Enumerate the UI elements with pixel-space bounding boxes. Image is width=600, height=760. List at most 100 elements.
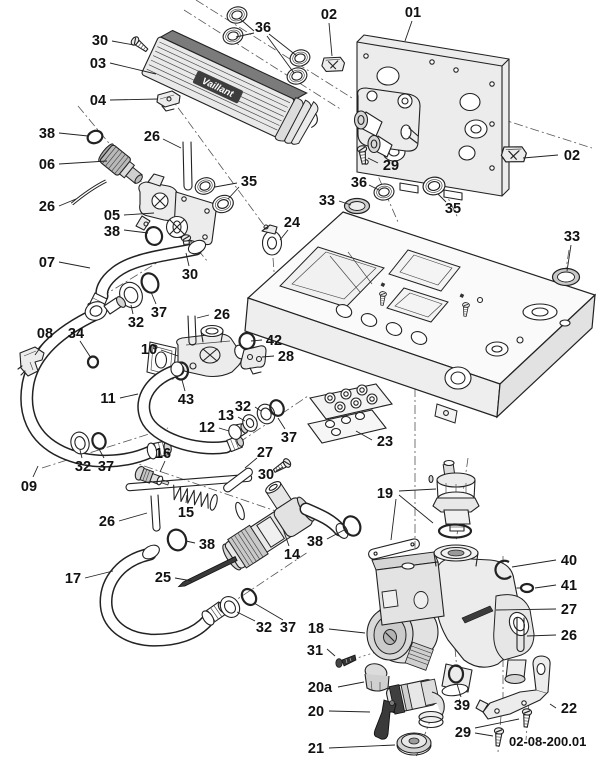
part-label-24-21: 24 bbox=[284, 215, 300, 231]
leader-line-20a-59 bbox=[337, 681, 365, 688]
part-label-32-24: 32 bbox=[128, 315, 144, 331]
grommet-33-left bbox=[343, 197, 371, 215]
part-label-35-18: 35 bbox=[445, 201, 461, 217]
leader-line-39-62 bbox=[456, 683, 462, 698]
part-label-17-46: 17 bbox=[65, 571, 81, 587]
leader-line-34-23 bbox=[79, 340, 92, 359]
leader-line-04-2 bbox=[109, 98, 159, 101]
leader-line-32-24 bbox=[130, 304, 134, 315]
part-label-14-48: 14 bbox=[284, 547, 300, 563]
part-label-10-27: 10 bbox=[141, 342, 157, 358]
leader-line-19-49 bbox=[390, 498, 397, 541]
clamp-24-drawing bbox=[261, 224, 283, 256]
leader-line-30-39 bbox=[275, 466, 284, 472]
rubber-foot-02-top bbox=[320, 54, 346, 75]
wire-clip-26-top bbox=[182, 141, 193, 191]
grommet-36-a bbox=[224, 4, 250, 26]
part-label-26-54: 26 bbox=[561, 628, 577, 644]
elbow-to-pump-drawing bbox=[299, 502, 349, 539]
leader-line-26-10 bbox=[162, 138, 182, 149]
part-label-26-26: 26 bbox=[214, 307, 230, 323]
leader-line-29-63 bbox=[474, 718, 520, 729]
leader-line-23-36 bbox=[355, 430, 373, 441]
o-ring-38-top bbox=[86, 129, 104, 145]
part-label-36-3: 36 bbox=[255, 20, 271, 36]
valve-20-drawing bbox=[373, 678, 445, 740]
part-label-06-9: 06 bbox=[39, 157, 55, 173]
o-ring-19-vent bbox=[437, 523, 473, 539]
leader-line-36-17 bbox=[368, 184, 380, 191]
part-label-32-42: 32 bbox=[75, 459, 91, 475]
part-label-29-63: 29 bbox=[455, 725, 471, 741]
o-ring-38-bypass bbox=[166, 528, 188, 552]
valve-body-14-drawing bbox=[222, 481, 315, 571]
part-label-18-55: 18 bbox=[308, 621, 324, 637]
part-label-20-60: 20 bbox=[308, 704, 324, 720]
hydraulic-block-drawing bbox=[353, 87, 421, 158]
part-label-34-23: 34 bbox=[68, 326, 84, 342]
part-label-23-36: 23 bbox=[377, 434, 393, 450]
clip-27-bypass bbox=[223, 467, 253, 493]
part-label-26-11: 26 bbox=[39, 199, 55, 215]
part-label-11-31: 11 bbox=[100, 391, 115, 407]
o-ring-38-pump-union bbox=[342, 515, 362, 537]
leader-line-40-51 bbox=[511, 559, 557, 568]
leader-line-11-31 bbox=[119, 393, 139, 399]
leader-line-35-12 bbox=[227, 186, 240, 200]
pipe-11-drawing bbox=[137, 361, 245, 455]
leader-line-36-3 bbox=[266, 35, 295, 74]
leader-line-02-6 bbox=[522, 154, 559, 159]
screw-29-bracket-b bbox=[492, 726, 505, 747]
part-label-28-29: 28 bbox=[278, 349, 294, 365]
leader-line-37-25 bbox=[150, 291, 157, 305]
pipe-17-drawing bbox=[99, 544, 228, 647]
part-label-25-47: 25 bbox=[155, 570, 171, 586]
clip-04-drawing bbox=[156, 90, 181, 112]
wire-clip-26-pump bbox=[516, 617, 525, 653]
part-label-15-40: 15 bbox=[178, 505, 194, 521]
part-label-30-0: 30 bbox=[92, 33, 108, 49]
part-label-03-1: 03 bbox=[90, 56, 106, 72]
part-label-43-30: 43 bbox=[178, 392, 194, 408]
part-label-26-10: 26 bbox=[144, 129, 160, 145]
part-label-38-8: 38 bbox=[39, 126, 55, 142]
leader-line-05-13 bbox=[123, 212, 155, 216]
drawing-number: 02-08-200.01 bbox=[509, 734, 586, 749]
leader-line-30-0 bbox=[111, 40, 135, 46]
part-label-32-57: 32 bbox=[256, 620, 272, 636]
part-label-27-53: 27 bbox=[561, 602, 577, 618]
nut-32-pipe09 bbox=[70, 431, 90, 455]
leader-line-10-27 bbox=[160, 349, 179, 357]
air-vent-19-drawing bbox=[428, 459, 480, 532]
washer-37-pipe11 bbox=[269, 399, 285, 417]
leader-line-43-30 bbox=[181, 379, 186, 392]
spring-15-drawing bbox=[173, 484, 218, 511]
cartridge-16-drawing bbox=[134, 466, 170, 486]
part-label-16-37: 16 bbox=[155, 446, 171, 462]
nut-32-pipe17 bbox=[219, 596, 241, 618]
leader-line-38-14 bbox=[123, 229, 149, 234]
part-label-40-51: 40 bbox=[561, 553, 577, 569]
clip-41 bbox=[516, 582, 535, 594]
washer-37-pipe09 bbox=[91, 431, 107, 451]
valve-disc-drawing bbox=[235, 501, 245, 521]
leader-line-29-7 bbox=[367, 157, 379, 164]
leader-line-13-33 bbox=[237, 416, 246, 422]
o-ring-38-manifold bbox=[144, 225, 164, 247]
part-label-41-52: 41 bbox=[561, 578, 577, 594]
leader-line-37-35 bbox=[277, 417, 286, 430]
leader-line-41-52 bbox=[534, 584, 557, 589]
leader-line-36-3 bbox=[238, 17, 255, 32]
leader-line-19-49 bbox=[398, 494, 434, 524]
part-label-37-25: 37 bbox=[151, 305, 167, 321]
seal-35-left-a bbox=[192, 174, 218, 198]
leader-line-21-61 bbox=[328, 744, 396, 749]
clip-08-drawing bbox=[17, 346, 45, 377]
leader-line-03-1 bbox=[109, 62, 157, 75]
o-ring-34 bbox=[86, 355, 100, 369]
bracket-22-drawing bbox=[475, 655, 551, 720]
grommet-36-panel bbox=[372, 181, 396, 203]
